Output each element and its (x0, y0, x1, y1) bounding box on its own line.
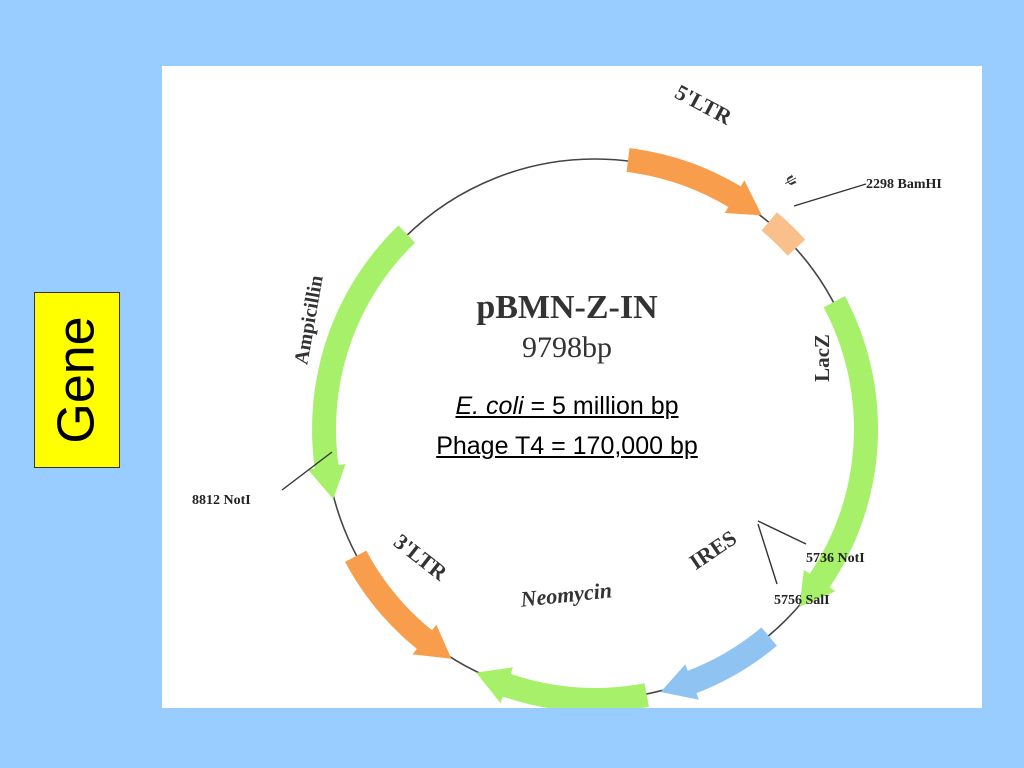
feature-label-ires: IRES (685, 525, 742, 574)
site-line-noti1 (757, 520, 807, 545)
feature-label-psi: ψ (782, 172, 801, 189)
site-label-sali: 5756 SalI (774, 593, 830, 608)
feature-arrow-psi (761, 212, 806, 256)
phage-size-line: Phage T4 = 170,000 bp (436, 432, 698, 460)
feature-label-ltr5: 5'LTR (671, 79, 737, 130)
feature-label-lacz: LacZ (810, 334, 834, 382)
feature-arrow-neo (476, 667, 649, 708)
site-label-noti1: 5736 NotI (806, 551, 865, 566)
plasmid-map: 2298 BamHI 5736 NotI 5756 SalI 8812 NotI… (192, 79, 942, 708)
feature-arrow-lacz (799, 296, 879, 607)
side-label-text: Gene (48, 316, 106, 444)
site-label-bamhi: 2298 BamHI (866, 177, 942, 192)
feature-arrow-ltr3 (345, 550, 452, 659)
feature-label-amp: Ampicillin (290, 274, 327, 366)
site-line-bamhi (793, 183, 867, 207)
feature-arrow-ltr5 (626, 148, 762, 216)
genome-size-comparison: E. coli = 5 million bp Phage T4 = 170,00… (362, 386, 772, 466)
plasmid-size: 9798bp (522, 331, 612, 364)
side-label-box: Gene (34, 292, 120, 468)
ecoli-organism: E. coli (455, 392, 524, 420)
plasmid-name: pBMN-Z-IN (476, 289, 658, 326)
feature-label-neo: Neomycin (518, 577, 613, 612)
feature-arrow-amp (307, 225, 416, 500)
site-line-noti2 (281, 451, 333, 491)
plasmid-map-panel: 2298 BamHI 5736 NotI 5756 SalI 8812 NotI… (162, 66, 982, 708)
ecoli-size-line: E. coli = 5 million bp (362, 386, 772, 426)
feature-arrow-ires (660, 627, 777, 700)
site-label-noti2: 8812 NotI (192, 493, 251, 508)
feature-label-ltr3: 3'LTR (389, 529, 453, 587)
ecoli-size-value: = 5 million bp (530, 392, 679, 420)
site-line-sali (757, 523, 778, 585)
